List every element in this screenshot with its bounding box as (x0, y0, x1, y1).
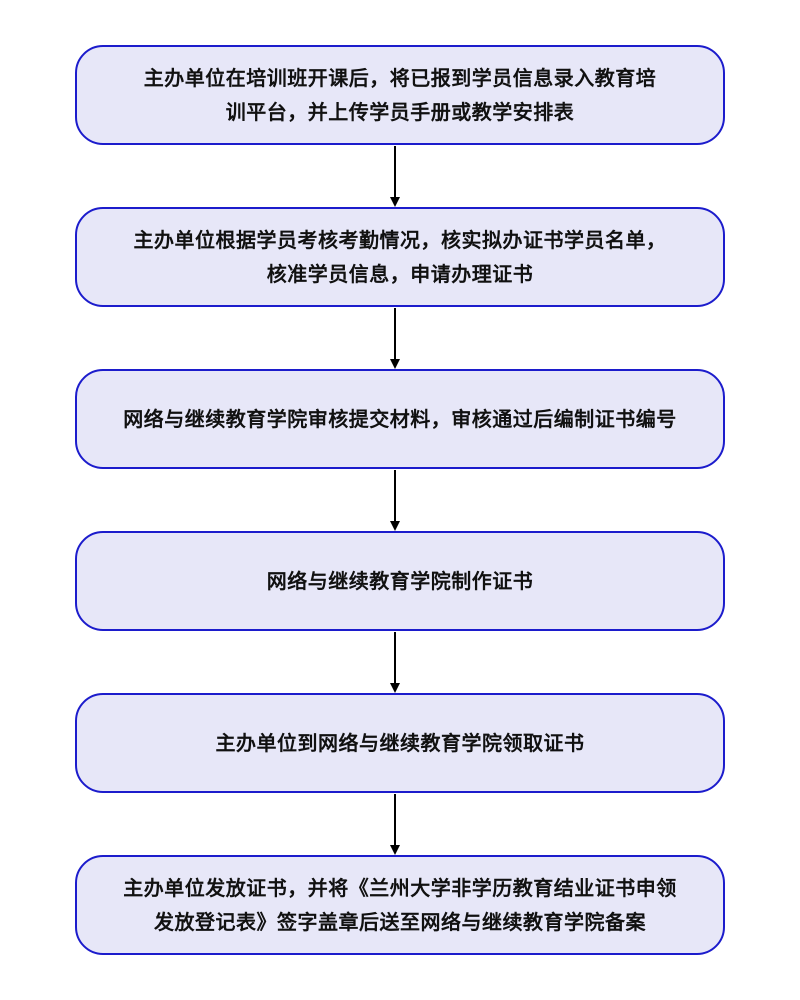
step-4-text: 网络与继续教育学院制作证书 (266, 569, 534, 593)
step-3-text: 网络与继续教育学院审核提交材料，审核通过后编制证书编号 (123, 407, 677, 431)
step-1-text: 主办单位在培训班开课后，将已报到学员信息录入教育培 训平台，并上传学员手册或教学… (143, 66, 657, 124)
step-4-box: 网络与继续教育学院制作证书 (75, 531, 725, 631)
step-2-box: 主办单位根据学员考核考勤情况，核实拟办证书学员名单， 核准学员信息，申请办理证书 (75, 207, 725, 307)
step-2-text: 主办单位根据学员考核考勤情况，核实拟办证书学员名单， 核准学员信息，申请办理证书 (133, 228, 667, 286)
step-5-box: 主办单位到网络与继续教育学院领取证书 (75, 693, 725, 793)
step-6-box: 主办单位发放证书，并将《兰州大学非学历教育结业证书申领 发放登记表》签字盖章后送… (75, 855, 725, 955)
step-5-text: 主办单位到网络与继续教育学院领取证书 (215, 731, 585, 755)
step-6-text: 主办单位发放证书，并将《兰州大学非学历教育结业证书申领 发放登记表》签字盖章后送… (123, 876, 677, 934)
step-1-box: 主办单位在培训班开课后，将已报到学员信息录入教育培 训平台，并上传学员手册或教学… (75, 45, 725, 145)
step-3-box: 网络与继续教育学院审核提交材料，审核通过后编制证书编号 (75, 369, 725, 469)
